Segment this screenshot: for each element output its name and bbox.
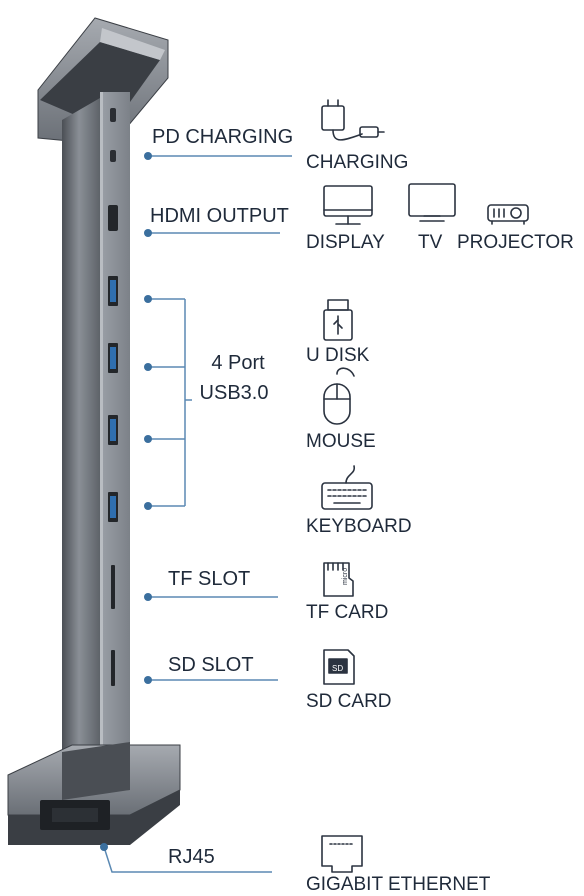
- ethernet-icon: [321, 835, 363, 873]
- usb-port-2-tongue: [110, 347, 116, 369]
- tf-slot-label: TF SLOT: [168, 568, 251, 590]
- hdmi-port: [108, 205, 118, 231]
- usb-port-3-tongue: [110, 419, 116, 441]
- tf-card-print: micro: [342, 568, 349, 585]
- usb-label-line1: 4 Port: [211, 352, 265, 374]
- sd-slot: [111, 650, 115, 686]
- usb-dot-4: [144, 502, 152, 510]
- usb-drive-icon: [323, 299, 353, 341]
- pd-charging-label: PD CHARGING: [152, 126, 294, 148]
- tv-label: TV: [418, 232, 443, 253]
- hub-top-cap-dark: [40, 42, 160, 130]
- monitor-icon: [323, 185, 373, 225]
- rj45-port-inner: [52, 808, 98, 822]
- projector-label: PROJECTOR: [457, 232, 574, 253]
- usb-hub-device: [7, 17, 181, 845]
- projector-icon: [487, 204, 529, 225]
- mouse-icon: [323, 367, 355, 425]
- keyboard-label: KEYBOARD: [306, 516, 412, 537]
- tf-card-icon: [323, 562, 354, 597]
- tf-slot: [111, 565, 115, 609]
- hub-column-side: [62, 98, 100, 760]
- pd-port: [110, 108, 116, 122]
- tf-dot: [144, 593, 152, 601]
- sd-card-print: SD: [332, 664, 343, 673]
- rj45-label: RJ45: [168, 846, 215, 868]
- hdmi-dot: [144, 229, 152, 237]
- sd-card-icon: [323, 649, 355, 685]
- sd-card-label: SD CARD: [306, 691, 392, 712]
- usb-port-1-tongue: [110, 280, 116, 302]
- display-label: DISPLAY: [306, 232, 385, 253]
- rj45-dot: [100, 843, 108, 851]
- pd-port-2: [110, 150, 116, 162]
- gigabit-ethernet-label: GIGABIT ETHERNET: [306, 874, 491, 895]
- hub-base-shadow: [62, 742, 130, 800]
- mouse-label: MOUSE: [306, 431, 376, 452]
- sd-dot: [144, 676, 152, 684]
- usb-dot-2: [144, 363, 152, 371]
- connector-lines: [103, 155, 292, 873]
- usb-port-4-tongue: [110, 496, 116, 518]
- rj45-line: [103, 846, 272, 873]
- tf-card-label: TF CARD: [306, 602, 389, 623]
- hub-column-edge: [100, 92, 103, 752]
- charging-label: CHARGING: [306, 152, 409, 173]
- usb-dot-1: [144, 295, 152, 303]
- hub-top-cap-face: [100, 28, 165, 60]
- sd-slot-label: SD SLOT: [168, 654, 254, 676]
- usb-dot-3: [144, 435, 152, 443]
- pd-dot: [144, 152, 152, 160]
- connector-dots: [100, 152, 152, 851]
- charger-icon: [321, 99, 385, 141]
- hdmi-output-label: HDMI OUTPUT: [150, 205, 289, 227]
- usb-label-line2: USB3.0: [199, 382, 269, 404]
- udisk-label: U DISK: [306, 345, 370, 366]
- tv-icon: [408, 183, 456, 222]
- keyboard-icon: [321, 465, 373, 510]
